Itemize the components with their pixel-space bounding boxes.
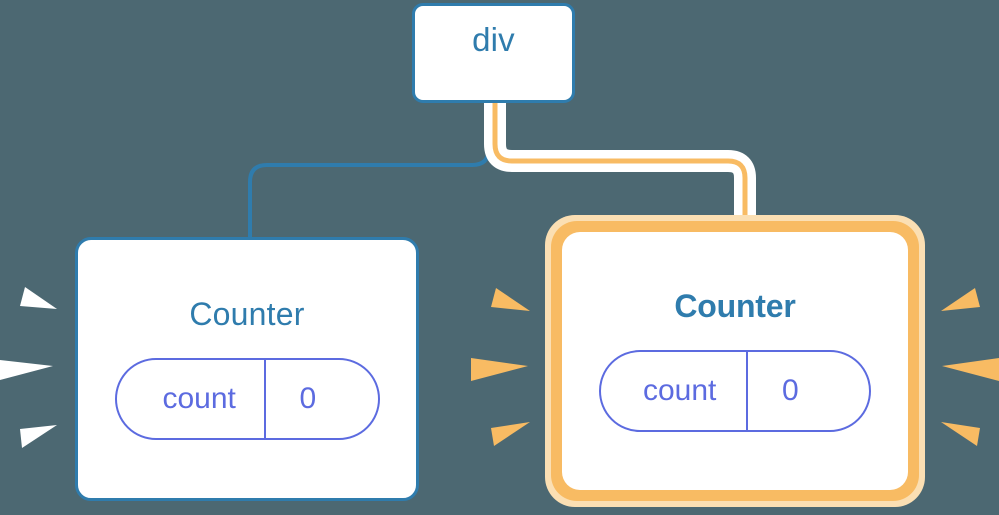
edge-div-to-counter-left [248,101,491,242]
state-pill-counter-right: count 0 [599,350,871,432]
node-counter-right[interactable]: Counter count 0 [566,236,904,486]
state-key: count [643,374,717,407]
spark-icon [471,358,528,381]
spark-burst-counter-left [0,287,57,448]
node-counter-left-label: Counter [189,296,305,332]
spark-burst-counter-right-right [941,288,999,446]
edge-div-to-counter-right-halo [484,100,756,230]
node-div-label: div [472,20,515,58]
spark-icon [491,422,530,446]
spark-icon [942,358,999,381]
spark-icon [941,288,980,311]
spark-icon [20,425,57,448]
state-value: 0 [263,360,362,438]
node-div[interactable]: div [412,3,575,103]
state-key: count [162,382,236,415]
state-value: 0 [746,352,842,430]
edge-div-to-counter-right [492,100,748,230]
node-counter-right-highlight[interactable]: Counter count 0 [545,215,925,507]
spark-icon [941,422,980,446]
state-pill-counter-left: count 0 [114,358,380,440]
node-counter-right-label: Counter [674,288,796,324]
spark-icon [491,288,530,311]
spark-icon [0,360,53,380]
node-counter-left[interactable]: Counter count 0 [75,237,419,501]
spark-burst-counter-right-left [471,288,530,446]
spark-icon [20,287,57,309]
